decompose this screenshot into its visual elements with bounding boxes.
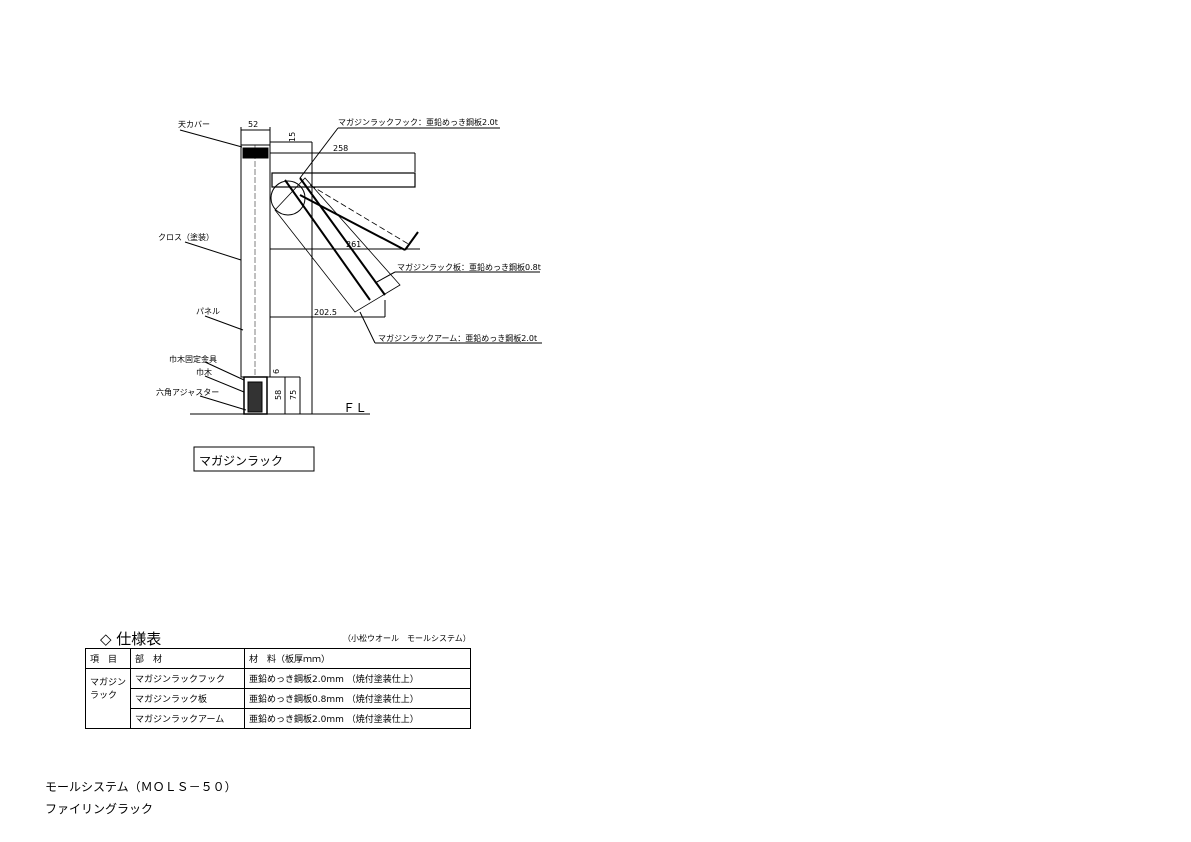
label-baseboard: 巾木: [196, 367, 212, 377]
cell-part: マガジンラックアーム: [130, 708, 245, 729]
spec-note: （小松ウオール モールシステム）: [343, 634, 471, 643]
header-material: 材 料（板厚ｍｍ）: [244, 648, 471, 669]
spec-heading: ◇ 仕様表: [100, 630, 162, 648]
label-hook: マガジンラックフック：亜鉛めっき鋼板2.0t: [338, 117, 498, 127]
spec-table: 項 目 部 材 材 料（板厚ｍｍ） マガジン ラック マガジンラックフック 亜鉛…: [85, 648, 471, 729]
cell-part: マガジンラック板: [130, 688, 245, 709]
footer-product: ファイリングラック: [45, 802, 154, 816]
label-panel: パネル: [196, 307, 220, 316]
magazine-plate: [299, 194, 419, 251]
footer-system: モールシステム（ＭＯＬＳ－５０）: [45, 780, 237, 794]
header-part: 部 材: [130, 648, 245, 669]
pivot-circle: [270, 180, 306, 216]
label-hex-adjuster: 六角アジャスター: [156, 387, 219, 397]
title-box-frame: [193, 446, 315, 472]
dim-base-inner: 58: [274, 390, 283, 400]
hook-shelf: [271, 172, 416, 188]
dim-gap: 6: [272, 369, 281, 374]
header-item: 項 目: [85, 648, 131, 669]
dim-base-height: 75: [289, 390, 298, 400]
dim-top-offset: 15: [288, 132, 297, 142]
dim-diagonal: 261: [346, 240, 361, 249]
cell-material: 亜鉛めっき鋼板0.8mm （焼付塗装仕上）: [244, 688, 471, 709]
magazine-arm: [284, 177, 386, 301]
dim-width: 52: [248, 120, 258, 129]
cell-part: マガジンラックフック: [130, 668, 245, 689]
panel-body: [240, 144, 271, 378]
label-baseboard-bracket: 巾木固定金具: [169, 354, 217, 364]
label-arm: マガジンラックアーム：亜鉛めっき鋼板2.0t: [378, 333, 537, 343]
table-header-row: 項 目 部 材 材 料（板厚ｍｍ）: [85, 648, 471, 669]
label-cloth: クロス（塗装）: [158, 232, 214, 242]
dim-lower-depth: 202.5: [314, 308, 337, 317]
cell-material: 亜鉛めっき鋼板2.0mm （焼付塗装仕上）: [244, 668, 471, 689]
label-plate: マガジンラック板：亜鉛めっき鋼板0.8t: [397, 262, 541, 272]
arm-outline: [274, 177, 401, 313]
top-cover: [242, 147, 269, 159]
cell-material: 亜鉛めっき鋼板2.0mm （焼付塗装仕上）: [244, 708, 471, 729]
dim-depth: 258: [333, 144, 348, 153]
label-top-cover: 天カバー: [178, 120, 210, 129]
label-floor-line: ＦＬ: [343, 401, 367, 415]
table-row: マガジン ラック マガジンラックフック 亜鉛めっき鋼板2.0mm （焼付塗装仕上…: [85, 668, 471, 729]
title-box: マガジンラック: [199, 454, 283, 468]
hex-adjuster: [247, 381, 263, 413]
table-row: マガジンラック板 亜鉛めっき鋼板0.8mm （焼付塗装仕上）: [86, 688, 471, 709]
cell-item: マガジン ラック: [85, 668, 131, 729]
table-row: マガジンラックアーム 亜鉛めっき鋼板2.0mm （焼付塗装仕上）: [86, 708, 471, 729]
